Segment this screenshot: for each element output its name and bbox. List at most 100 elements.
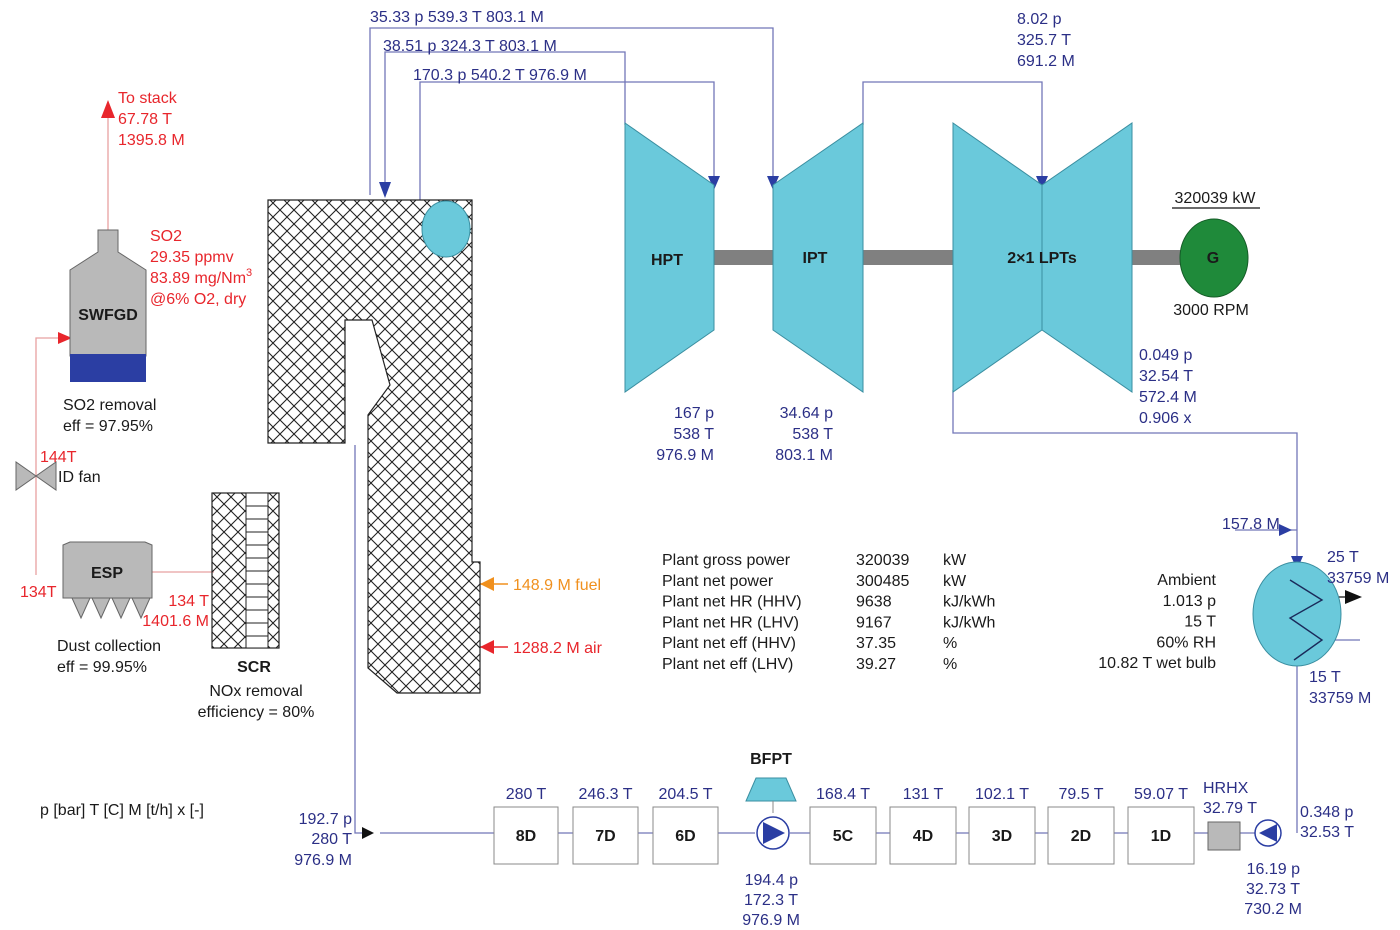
hrhx-label: HRHX bbox=[1203, 780, 1249, 797]
performance-name: Plant net eff (LHV) bbox=[662, 656, 793, 673]
performance-unit: % bbox=[943, 656, 957, 673]
lp-inlet-p: 8.02 p bbox=[1017, 11, 1062, 28]
heater-label: 4D bbox=[913, 828, 933, 845]
fw-final-p: 192.7 p bbox=[299, 811, 352, 828]
generator-speed: 3000 RPM bbox=[1173, 302, 1249, 319]
stream-ms-top: 170.3 p 540.2 T 976.9 M bbox=[413, 67, 587, 84]
lp-inlet-t: 325.7 T bbox=[1017, 32, 1071, 49]
stack-label: To stack bbox=[118, 90, 178, 107]
condensate-pump-arrow bbox=[1259, 824, 1277, 842]
id-fan-label: ID fan bbox=[58, 469, 101, 486]
performance-unit: kJ/kWh bbox=[943, 614, 995, 631]
generator-power: 320039 kW bbox=[1175, 190, 1257, 207]
esp-collection-label: Dust collection bbox=[57, 638, 161, 655]
cw-in-m: 33759 M bbox=[1309, 690, 1371, 707]
esp-unit bbox=[62, 541, 153, 599]
id-fan-temp: 144T bbox=[40, 449, 77, 466]
performance-name: Plant net HR (HHV) bbox=[662, 594, 802, 611]
performance-table: Plant gross power 320039 kW Plant net power… bbox=[662, 552, 995, 673]
performance-unit: kW bbox=[943, 573, 967, 590]
boiler-furnace bbox=[267, 199, 481, 694]
performance-value: 9167 bbox=[856, 614, 892, 631]
heater-label: 6D bbox=[675, 828, 695, 845]
hp-inlet-p: 167 p bbox=[674, 405, 714, 422]
esp-label: ESP bbox=[91, 565, 123, 582]
steam-piping bbox=[354, 27, 1360, 834]
lp-inlet-m: 691.2 M bbox=[1017, 53, 1075, 70]
esp-hoppers bbox=[71, 597, 151, 620]
steam-drum bbox=[421, 200, 471, 258]
bfp-out-p: 194.4 p bbox=[745, 872, 798, 889]
ipt-label: IPT bbox=[803, 250, 828, 267]
so2-removal-eff: eff = 97.95% bbox=[63, 418, 153, 435]
ambient-line: 1.013 p bbox=[1163, 593, 1216, 610]
scr-label: SCR bbox=[237, 659, 271, 676]
performance-value: 320039 bbox=[856, 552, 909, 569]
performance-value: 39.27 bbox=[856, 656, 896, 673]
bfp-pump-arrow bbox=[763, 822, 785, 844]
so2-label: SO2 bbox=[150, 228, 182, 245]
ambient-line: Ambient bbox=[1157, 572, 1216, 589]
bfp-out-t: 172.3 T bbox=[744, 892, 798, 909]
so2-basis: @6% O2, dry bbox=[150, 291, 246, 308]
bfpt-label: BFPT bbox=[750, 751, 792, 768]
heater-label: 5C bbox=[833, 828, 854, 845]
ambient-line: 10.82 T wet bulb bbox=[1098, 655, 1216, 672]
stream-crh-top: 38.51 p 324.3 T 803.1 M bbox=[383, 38, 557, 55]
heater-label: 8D bbox=[516, 828, 536, 845]
heater-temp: 280 T bbox=[506, 786, 547, 803]
performance-name: Plant net eff (HHV) bbox=[662, 635, 796, 652]
bfp-out-m: 976.9 M bbox=[742, 912, 800, 929]
ip-inlet-t: 538 T bbox=[792, 426, 833, 443]
performance-unit: % bbox=[943, 635, 957, 652]
flow-arrowheads bbox=[362, 176, 1362, 839]
ambient-conditions: Ambient 1.013 p 15 T 60% RH 10.82 T wet bulb bbox=[1098, 572, 1216, 672]
pump-out-t: 32.73 T bbox=[1246, 881, 1300, 898]
id-fan-icon bbox=[15, 461, 57, 491]
heater-temp: 246.3 T bbox=[579, 786, 633, 803]
performance-unit: kJ/kWh bbox=[943, 594, 995, 611]
air-flow: 1288.2 M air bbox=[513, 640, 603, 657]
performance-value: 37.35 bbox=[856, 635, 896, 652]
stream-hrh-top: 35.33 p 539.3 T 803.1 M bbox=[370, 9, 544, 26]
so2-removal-label: SO2 removal bbox=[63, 397, 156, 414]
boiler-inlet-arrows bbox=[480, 583, 508, 648]
performance-value: 9638 bbox=[856, 594, 892, 611]
pump-out-m: 730.2 M bbox=[1244, 901, 1302, 918]
hp-turbine bbox=[624, 122, 715, 393]
scr-removal-label: NOx removal bbox=[209, 683, 302, 700]
pump-out-p: 16.19 p bbox=[1247, 861, 1300, 878]
fgd-label: SWFGD bbox=[78, 307, 138, 324]
scr-inlet-temp: 134 T bbox=[168, 593, 209, 610]
lpt-label: 2×1 LPTs bbox=[1007, 250, 1077, 267]
performance-name: Plant gross power bbox=[662, 552, 791, 569]
air-arrow bbox=[480, 640, 494, 654]
performance-unit: kW bbox=[943, 552, 967, 569]
performance-value: 300485 bbox=[856, 573, 909, 590]
heater-boxes bbox=[493, 806, 1195, 865]
ip-turbine bbox=[772, 122, 864, 393]
fw-final-m: 976.9 M bbox=[294, 852, 352, 869]
stack-arrow bbox=[101, 100, 115, 118]
cw-out-m: 33759 M bbox=[1327, 570, 1389, 587]
performance-name: Plant net power bbox=[662, 573, 774, 590]
heater-temp: 168.4 T bbox=[816, 786, 870, 803]
ambient-line: 60% RH bbox=[1156, 634, 1216, 651]
hrhx-box bbox=[1207, 821, 1241, 851]
cw-out-t: 25 T bbox=[1327, 549, 1359, 566]
condenser-coil bbox=[1288, 579, 1324, 661]
fuel-flow: 148.9 M fuel bbox=[513, 577, 601, 594]
bfpt-icon bbox=[745, 777, 797, 802]
units-legend: p [bar] T [C] M [t/h] x [-] bbox=[40, 802, 204, 819]
fgd-slurry bbox=[70, 354, 146, 382]
ambient-line: 15 T bbox=[1184, 614, 1216, 631]
lp-exhaust-m: 572.4 M bbox=[1139, 389, 1197, 406]
heater-label: 1D bbox=[1151, 828, 1171, 845]
esp-inlet-temp: 134T bbox=[20, 584, 57, 601]
heater-label: 3D bbox=[992, 828, 1012, 845]
stack-flow: 1395.8 M bbox=[118, 132, 185, 149]
condenser-drain-flow: 157.8 M bbox=[1222, 516, 1280, 533]
fuel-arrow bbox=[480, 577, 494, 591]
